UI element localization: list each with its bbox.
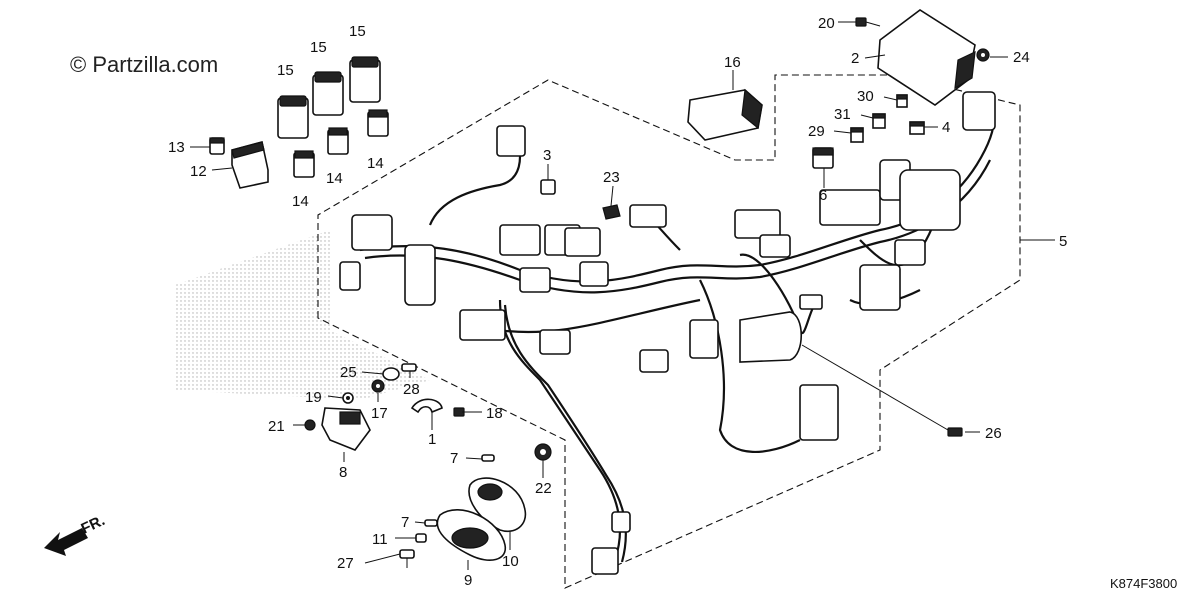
nut-11	[415, 533, 427, 543]
callout-7-lower: 7	[401, 514, 409, 531]
nut-22	[534, 443, 552, 461]
bolt-27	[399, 549, 415, 568]
relay-14-mid	[327, 127, 349, 155]
screw-7-lower	[424, 519, 438, 527]
fuse-31	[872, 113, 886, 129]
callout-20: 20	[818, 15, 835, 32]
callout-30: 30	[857, 88, 874, 105]
control-module-16	[687, 88, 763, 141]
callout-5: 5	[1059, 233, 1067, 250]
fuse-29	[850, 127, 864, 143]
callout-19: 19	[305, 389, 322, 406]
callout-14-mid: 14	[326, 170, 343, 187]
callout-26: 26	[985, 425, 1002, 442]
screw-7-upper	[481, 454, 495, 462]
callout-14-left: 14	[292, 193, 309, 210]
watermark: © Partzilla.com	[70, 52, 218, 77]
bolt-26	[947, 427, 963, 437]
callout-23: 23	[603, 169, 620, 186]
bolt-21	[304, 419, 316, 431]
relay-6	[812, 147, 834, 169]
shading-pattern	[175, 230, 430, 400]
relay-12	[231, 141, 269, 189]
callout-3: 3	[543, 147, 551, 164]
callout-15-left: 15	[277, 62, 294, 79]
front-arrow-label: FR.	[79, 512, 108, 538]
callout-8: 8	[339, 464, 347, 481]
bolt-28	[401, 363, 417, 372]
relay-14-left	[293, 150, 315, 178]
callout-11: 11	[372, 531, 388, 548]
callout-1: 1	[428, 431, 436, 448]
callout-13: 13	[168, 139, 185, 156]
callout-25: 25	[340, 364, 357, 381]
relay-15-right	[349, 56, 381, 103]
relay-14-right	[367, 109, 389, 137]
relay-15-left	[277, 95, 309, 139]
callout-15-right: 15	[349, 23, 366, 40]
harness-connectors	[339, 91, 996, 575]
nut-19	[342, 392, 354, 404]
callout-4: 4	[942, 119, 950, 136]
callout-18: 18	[486, 405, 503, 422]
ecu-unit-2	[877, 9, 976, 106]
screw-20	[855, 17, 881, 27]
diagram-code: K874F3800	[1110, 576, 1177, 591]
callout-15-mid: 15	[310, 39, 327, 56]
callout-28: 28	[403, 381, 420, 398]
clamp-1	[410, 398, 443, 414]
callout-16: 16	[724, 54, 741, 71]
callout-10: 10	[502, 553, 519, 570]
callout-24: 24	[1013, 49, 1030, 66]
sensor-8	[321, 407, 371, 451]
callout-21: 21	[268, 418, 285, 435]
callout-2: 2	[851, 50, 859, 67]
callout-31: 31	[834, 106, 851, 123]
fuse-4	[909, 121, 925, 135]
fuse-30	[896, 94, 908, 108]
front-arrow-icon: FR.	[44, 512, 108, 556]
washer-25	[382, 367, 400, 381]
callout-14-right: 14	[367, 155, 384, 172]
nut-24	[976, 48, 990, 62]
fuse-13	[209, 137, 225, 155]
clip-23	[602, 204, 621, 220]
callout-22: 22	[535, 480, 552, 497]
callout-9: 9	[464, 572, 472, 589]
horn-9	[436, 509, 506, 561]
relay-15-mid	[312, 71, 344, 116]
leader-lines	[190, 21, 1055, 570]
clip-3	[540, 179, 556, 195]
callout-7-upper: 7	[450, 450, 458, 467]
callouts: 20 2 24 16 30 31 29 4 6 3 23 5 15 15 15 …	[168, 15, 1067, 589]
callout-29: 29	[808, 123, 825, 140]
callout-12: 12	[190, 163, 207, 180]
callout-27: 27	[337, 555, 354, 572]
nut-17	[371, 379, 385, 393]
harness-group-outline	[317, 74, 1021, 589]
callout-6: 6	[819, 187, 827, 204]
callout-17: 17	[371, 405, 388, 422]
